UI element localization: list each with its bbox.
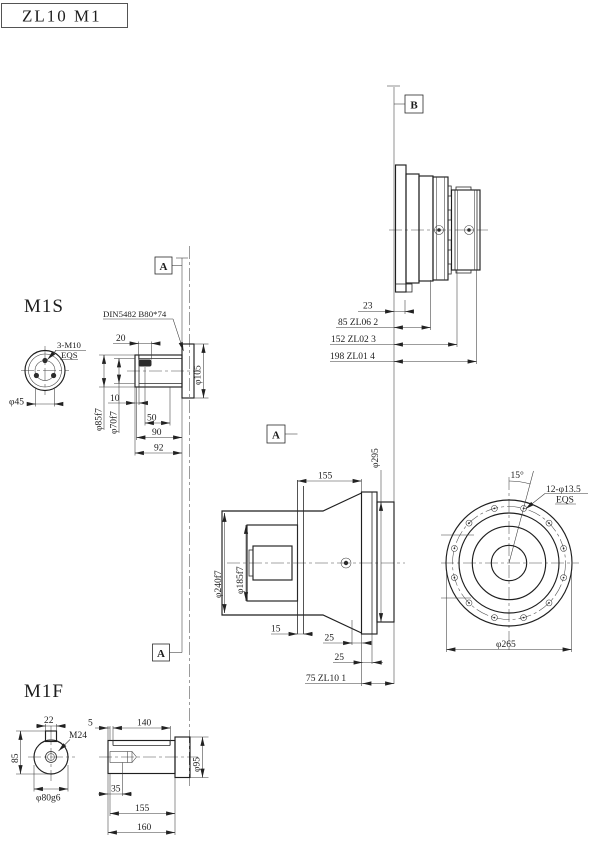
m1s-bolt-note: 3-M10	[57, 340, 82, 350]
m1s-label: M1S	[24, 296, 64, 317]
section-letter-b: B	[410, 100, 418, 112]
flange-dim-d265: φ265	[496, 640, 516, 650]
section-lines	[176, 85, 400, 786]
m1f-dim-155: 155	[135, 804, 150, 814]
marker-a-bottom: A	[152, 643, 182, 662]
m1s-spline-note: DIN5482 B80*74	[103, 309, 167, 319]
m1f-m24-note: M24	[69, 731, 87, 741]
m1s-dim-10: 10	[110, 394, 120, 404]
m1s-dim-92: 92	[154, 444, 164, 454]
bolt-hole	[33, 372, 40, 379]
marker-a-mid: A	[266, 424, 298, 444]
m1s-side-view: DIN5482 B80*74 20 φ85f7 φ70f7 10	[94, 309, 209, 456]
rear-dim-198: 198 ZL01 4	[330, 352, 375, 362]
m1f-dim-35: 35	[111, 785, 121, 795]
m1s-dim-50: 50	[147, 414, 157, 424]
marker-a-top: A	[154, 256, 182, 275]
main-dim-d240: φ240f7	[213, 570, 224, 598]
main-dim-75: 75 ZL10 1	[306, 674, 346, 684]
section-letter-a-top: A	[160, 261, 168, 273]
rear-side-view: 23 85 ZL06 2 152 ZL02 3 198 ZL01 4	[330, 164, 488, 364]
title-block: ZL10 M1	[1, 3, 128, 28]
m1f-end-view: 22 85 M24 φ80g6	[11, 716, 87, 804]
flange-bolt-holes	[451, 505, 567, 621]
main-dim-d185: φ185f7	[235, 566, 246, 594]
m1f-dim-d80: φ80g6	[36, 794, 61, 804]
m1f-dim-5: 5	[88, 719, 93, 729]
main-section-view: 155 φ295 φ240f7 φ185f7 15 25 25	[213, 448, 405, 686]
m1f-dim-22: 22	[44, 716, 54, 726]
rear-dim-23: 23	[363, 302, 373, 312]
rear-dim-85: 85 ZL06 2	[338, 318, 378, 328]
main-dim-155: 155	[318, 472, 333, 482]
m1s-dim-90: 90	[152, 428, 162, 438]
marker-b: B	[394, 94, 424, 114]
m1f-dim-85: 85	[11, 753, 21, 763]
bolt-hole	[42, 357, 48, 364]
m1f-dim-140: 140	[137, 719, 152, 729]
section-letter-a-bottom: A	[157, 648, 165, 660]
main-dim-25b: 25	[335, 653, 345, 663]
m1s-dim-d85: φ85f7	[94, 408, 105, 431]
flange-dim-angle: 15°	[511, 470, 525, 481]
spline-key-detail	[138, 359, 152, 367]
m1s-dim-d70: φ70f7	[109, 411, 120, 434]
flange-front-view: 15° 12-φ13.5 EQS φ265	[441, 470, 588, 652]
main-dim-25a: 25	[325, 634, 335, 644]
section-letter-a-mid: A	[272, 430, 280, 442]
m1s-bolt-note-eqs: EQS	[61, 350, 78, 360]
m1f-side-view: 5 140 35 155 160 φ95	[88, 719, 209, 835]
main-dim-15: 15	[271, 625, 281, 635]
m1s-dim-d105: φ105	[194, 365, 204, 385]
drawing-title: ZL10 M1	[22, 7, 102, 26]
main-dim-d295: φ295	[371, 448, 381, 468]
m1s-dim-d45: φ45	[9, 398, 24, 408]
flange-holes-note: 12-φ13.5	[546, 485, 581, 495]
m1s-dim-20: 20	[116, 334, 126, 344]
m1s-end-view: 3-M10 EQS φ45	[9, 340, 86, 408]
m1f-dim-d95: φ95	[193, 757, 203, 772]
m1f-label: M1F	[24, 681, 64, 702]
rear-dim-152: 152 ZL02 3	[331, 335, 376, 345]
m1f-dim-160: 160	[137, 823, 152, 833]
flange-holes-note-eqs: EQS	[556, 496, 574, 506]
bolt-hole	[51, 372, 57, 379]
